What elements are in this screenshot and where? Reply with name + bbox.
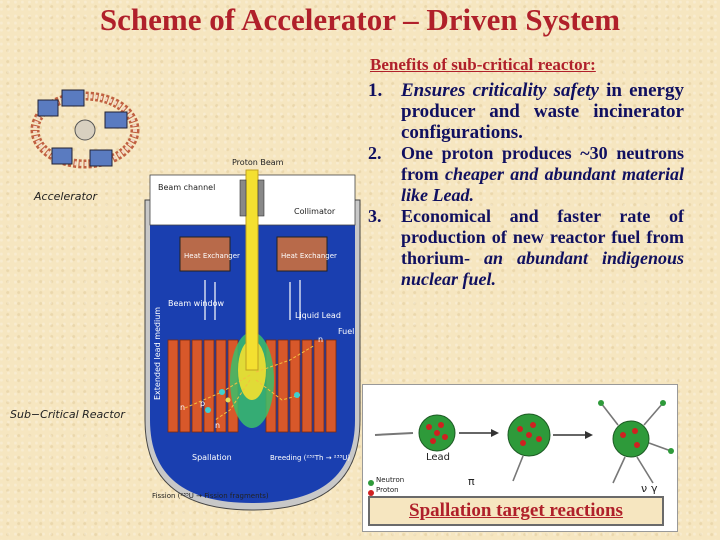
heat-exchanger-right-label: Heat Exchanger	[281, 252, 337, 260]
slide-title: Scheme of Accelerator – Driven System	[99, 2, 621, 37]
beam-window-label: Beam window	[168, 299, 224, 308]
spallation-diagram-label: Spallation	[192, 453, 232, 462]
benefit-text-italic: cheaper and abundant material like Lead.	[401, 164, 684, 205]
breeding-label: Breeding (²³²Th → ²³³U)	[270, 454, 350, 462]
proton-symbol: p	[200, 399, 205, 408]
benefit-item: 3. Economical and faster rate of product…	[368, 206, 684, 290]
proton-beam-label: Proton Beam	[232, 158, 284, 167]
heat-exchanger-left-label: Heat Exchanger	[184, 252, 240, 260]
benefit-item: 2. One proton produces ~30 neutrons from…	[368, 143, 684, 206]
medium-label: Extended lead medium	[153, 307, 162, 400]
spallation-illustration	[368, 400, 674, 496]
beam-channel-label: Beam channel	[158, 183, 215, 192]
proton-legend-dot	[368, 490, 374, 496]
benefit-text: One proton produces ~30 neutrons from	[401, 143, 684, 184]
benefit-text-italic: an abundant indigenous nuclear fuel.	[401, 248, 684, 289]
nu-symbol: ν	[641, 482, 648, 495]
benefits-heading: Benefits of sub-critical reactor:	[370, 55, 596, 74]
spallation-caption: Spallation target reactions	[368, 496, 664, 526]
accelerator-label: Accelerator	[33, 190, 99, 203]
fission-label: Fission (²³⁵U → Fission fragments)	[152, 492, 269, 500]
neutron-symbol-3: n	[215, 421, 220, 430]
fuel-label: Fuel	[338, 327, 354, 336]
neutron-legend-label: Neutron	[376, 476, 405, 484]
gamma-symbol: γ	[651, 482, 658, 495]
benefit-number: 2.	[368, 143, 382, 163]
accelerator-illustration	[30, 89, 140, 169]
collimator-label: Collimator	[294, 207, 336, 216]
reactor-vessel	[144, 169, 361, 511]
benefit-number: 1.	[368, 80, 383, 101]
benefits-list: 1. Ensures criticality safety in energy …	[368, 80, 684, 290]
benefit-item: 1. Ensures criticality safety in energy …	[368, 80, 684, 143]
proton-legend-label: Proton	[376, 486, 399, 494]
neutron-legend-dot	[368, 480, 374, 486]
neutron-symbol-1: n	[318, 335, 323, 344]
benefit-text-italic: Ensures criticality safety	[401, 80, 599, 101]
benefit-text: Economical and faster rate of production…	[401, 206, 684, 268]
benefit-number: 3.	[368, 206, 382, 226]
liquid-lead-label: Liquid Lead	[295, 311, 341, 320]
pi-symbol: π	[468, 475, 475, 488]
lead-label: Lead	[426, 452, 451, 463]
neutron-symbol-2: n	[180, 403, 185, 412]
benefit-text: in energy producer and waste incinerator…	[401, 80, 684, 143]
subcritical-label: Sub−Critical Reactor	[10, 408, 126, 421]
